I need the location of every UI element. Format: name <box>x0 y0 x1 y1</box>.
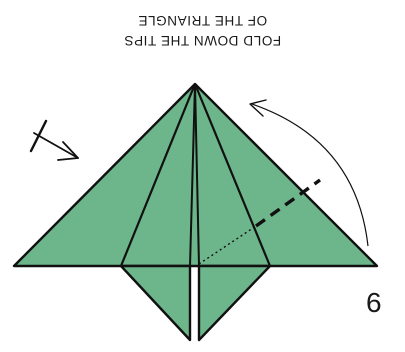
left-lower-flap <box>121 266 190 340</box>
step-number: 6 <box>366 285 402 321</box>
right-lower-flap <box>199 266 270 340</box>
turn-over-arrow-icon <box>31 121 78 160</box>
